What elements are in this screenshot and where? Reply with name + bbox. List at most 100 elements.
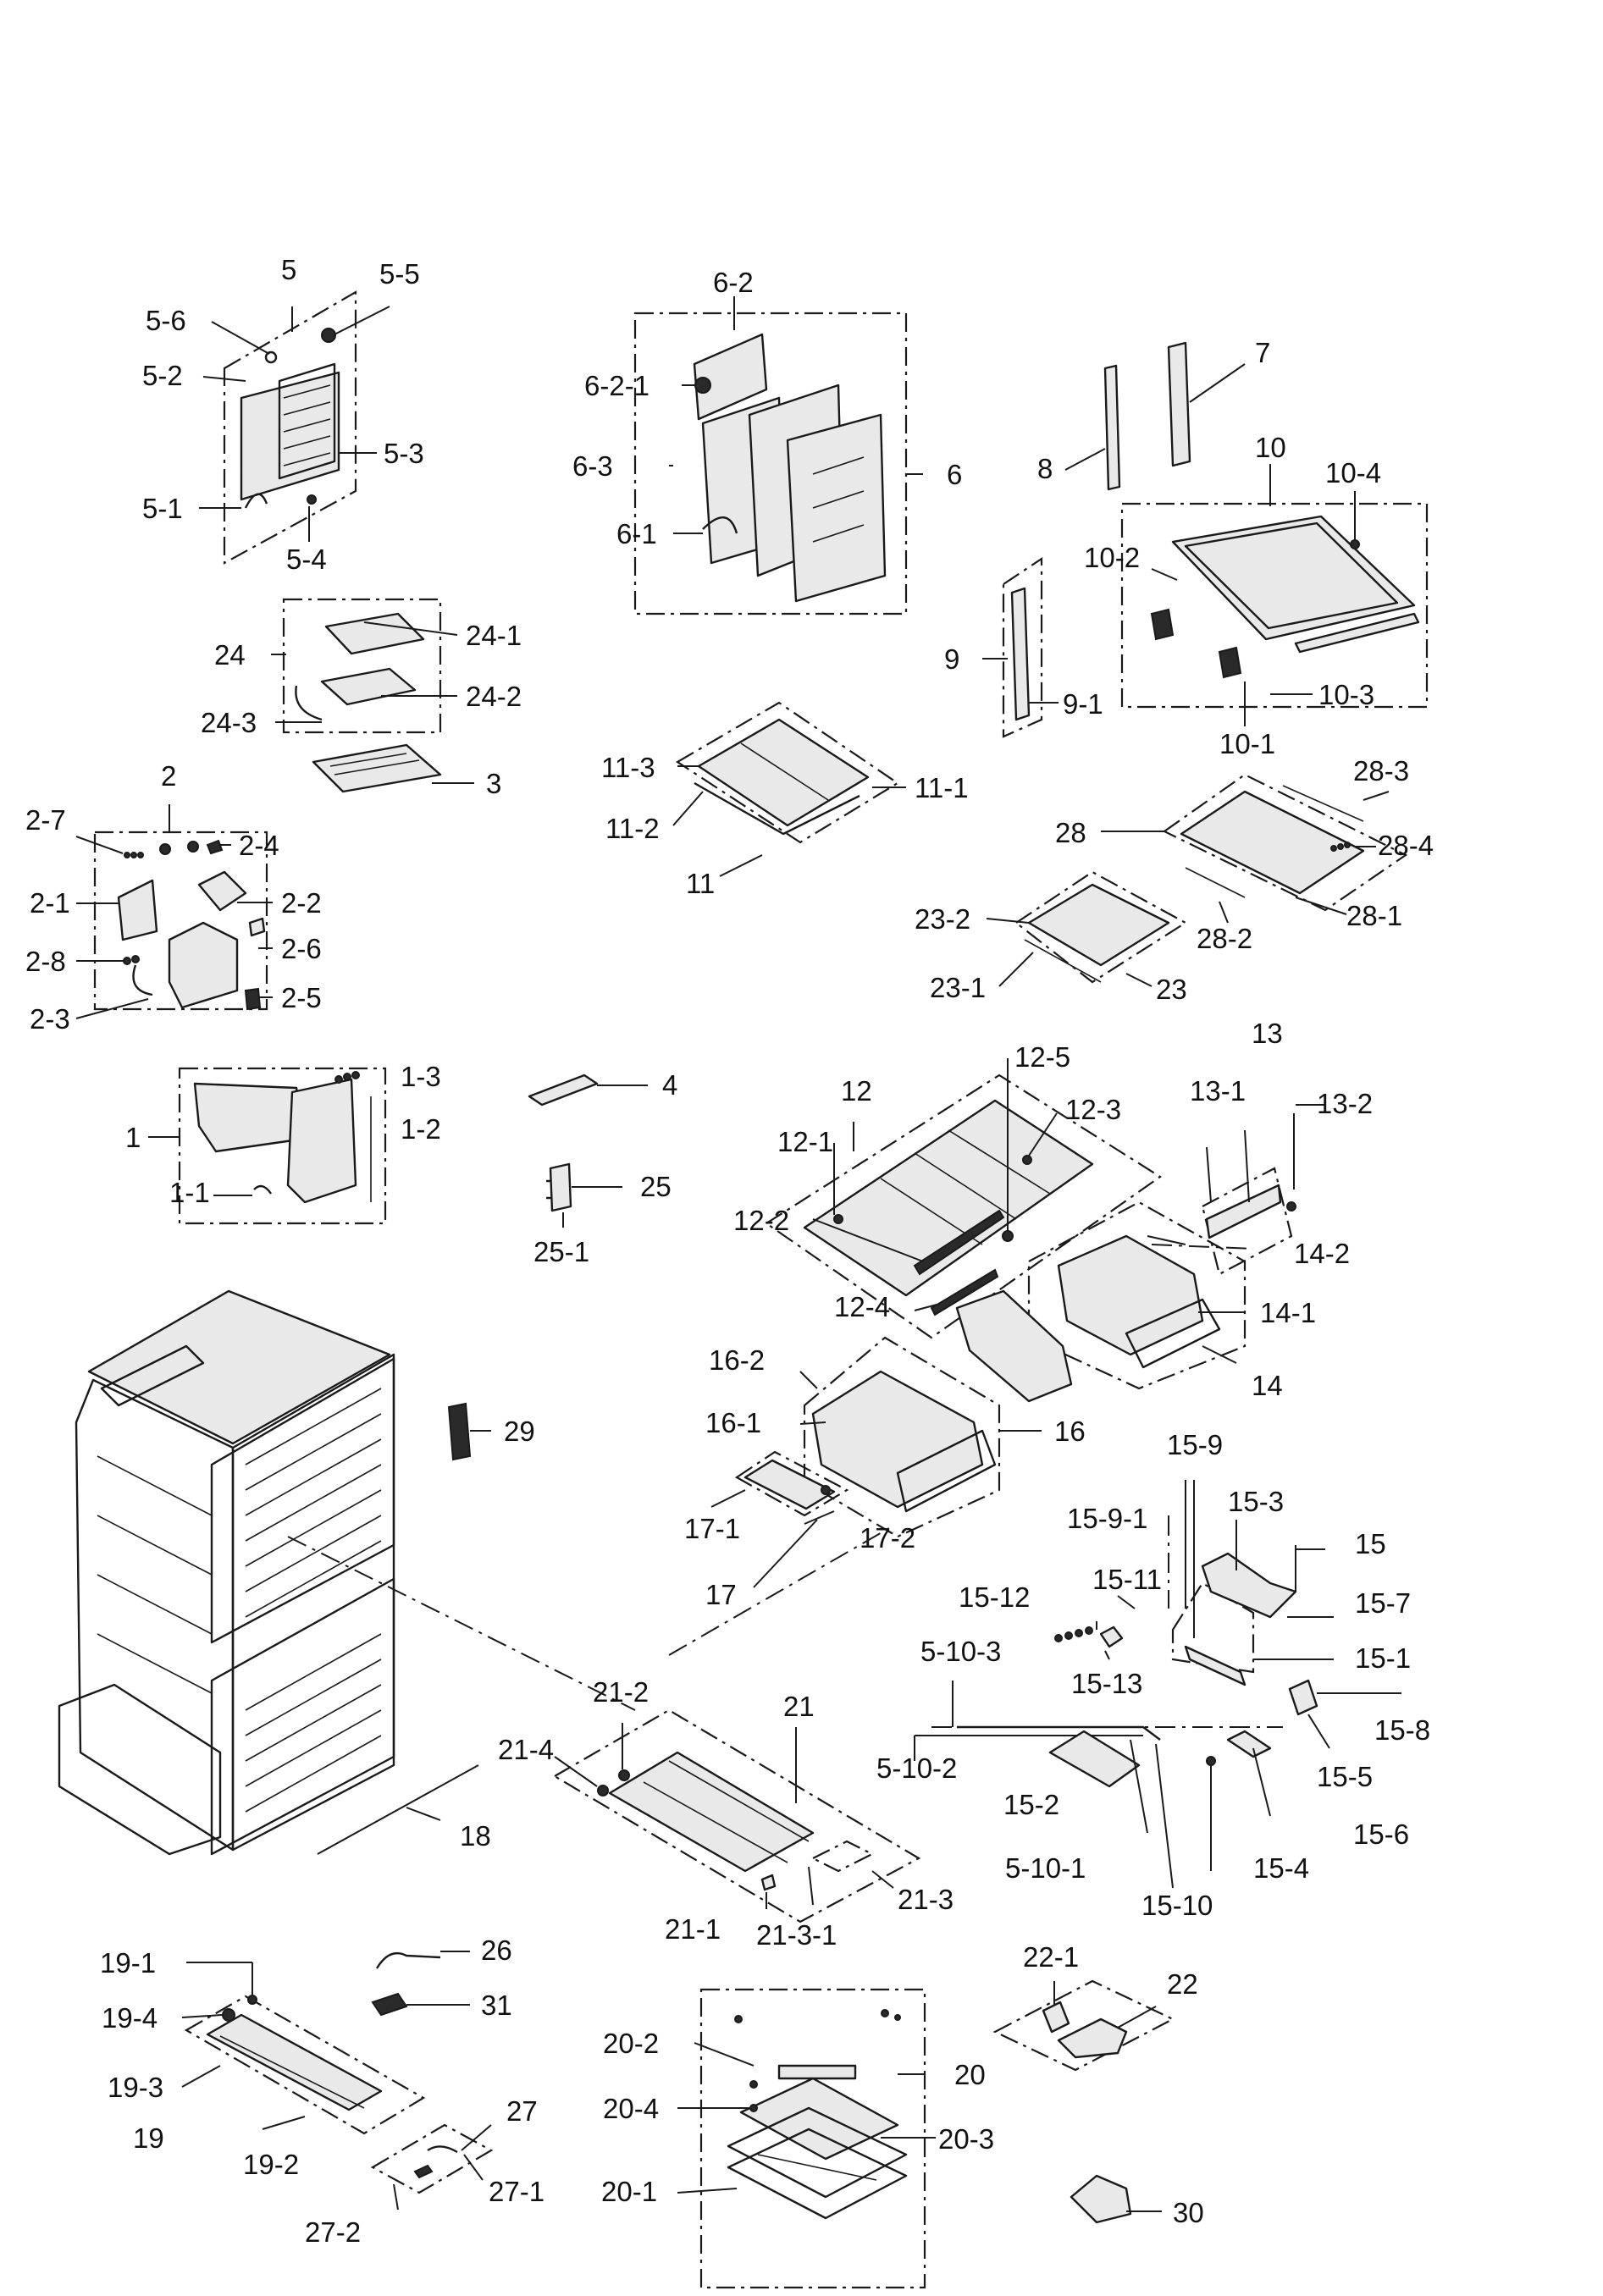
label-21-2: 21-2 xyxy=(593,1676,649,1708)
label-5-5: 5-5 xyxy=(379,258,420,290)
label-2-1: 2-1 xyxy=(30,887,70,919)
label-19: 19 xyxy=(133,2122,164,2154)
label-13-2: 13-2 xyxy=(1317,1088,1373,1119)
label-13: 13 xyxy=(1252,1018,1283,1049)
label-11-1: 11-1 xyxy=(915,772,969,803)
label-5-10-1: 5-10-1 xyxy=(1005,1852,1086,1884)
part-22-30 xyxy=(992,1979,1175,2224)
label-15-6: 15-6 xyxy=(1353,1819,1409,1850)
label-3: 3 xyxy=(486,768,501,799)
label-24-2: 24-2 xyxy=(466,681,522,712)
label-30: 30 xyxy=(1173,2197,1204,2228)
label-9: 9 xyxy=(944,643,959,675)
label-5-1: 5-1 xyxy=(142,493,183,524)
label-6: 6 xyxy=(947,459,962,490)
label-2-3: 2-3 xyxy=(30,1003,70,1035)
label-20-3: 20-3 xyxy=(938,2123,994,2155)
label-20-1: 20-1 xyxy=(601,2176,657,2207)
cabinet xyxy=(58,1289,890,1856)
label-2-7: 2-7 xyxy=(25,804,66,836)
label-23-1: 23-1 xyxy=(930,972,986,1003)
label-2-4: 2-4 xyxy=(239,830,279,861)
label-23: 23 xyxy=(1156,974,1187,1005)
part-4-25 xyxy=(528,1073,648,1228)
label-21-1: 21-1 xyxy=(665,1913,721,1945)
label-6-1: 6-1 xyxy=(616,518,657,549)
label-15-3: 15-3 xyxy=(1228,1486,1284,1517)
label-2: 2 xyxy=(161,760,176,792)
label-10-2: 10-2 xyxy=(1084,542,1140,573)
label-10-3: 10-3 xyxy=(1318,679,1374,710)
label-5-10-3: 5-10-3 xyxy=(920,1636,1001,1667)
part-7-8 xyxy=(1064,341,1246,491)
label-16-1: 16-1 xyxy=(705,1407,761,1438)
label-24: 24 xyxy=(214,639,246,671)
label-14-1: 14-1 xyxy=(1260,1297,1316,1328)
part-group-15 xyxy=(914,1480,1401,1889)
label-4: 4 xyxy=(662,1069,677,1101)
label-15-13: 15-13 xyxy=(1071,1668,1142,1699)
label-28-2: 28-2 xyxy=(1197,923,1252,954)
label-9-1: 9-1 xyxy=(1063,688,1103,720)
part-group-10 xyxy=(982,464,1429,738)
part-29 xyxy=(447,1402,491,1461)
part-group-19 xyxy=(181,1951,494,2210)
label-20: 20 xyxy=(954,2059,986,2090)
label-15: 15 xyxy=(1355,1528,1386,1559)
part-group-28 xyxy=(1101,773,1408,924)
label-2-8: 2-8 xyxy=(25,946,66,977)
label-2-2: 2-2 xyxy=(281,887,322,919)
part-group-11 xyxy=(672,701,906,877)
label-5-10-2: 5-10-2 xyxy=(876,1752,957,1784)
label-23-2: 23-2 xyxy=(915,903,970,935)
label-12-1: 12-1 xyxy=(777,1126,833,1157)
label-12-2: 12-2 xyxy=(733,1205,789,1236)
label-12-4: 12-4 xyxy=(834,1291,890,1322)
label-1-1: 1-1 xyxy=(169,1177,210,1208)
label-16: 16 xyxy=(1054,1416,1086,1447)
label-19-3: 19-3 xyxy=(108,2072,163,2103)
label-11: 11 xyxy=(686,868,715,899)
label-18: 18 xyxy=(460,1820,491,1852)
label-5: 5 xyxy=(281,254,296,285)
label-21-3: 21-3 xyxy=(898,1884,954,1915)
label-15-2: 15-2 xyxy=(1003,1789,1059,1820)
label-15-1: 15-1 xyxy=(1355,1642,1411,1674)
label-15-9: 15-9 xyxy=(1167,1429,1223,1460)
part-group-2 xyxy=(75,804,273,1019)
label-21-4: 21-4 xyxy=(498,1734,554,1765)
label-1-2: 1-2 xyxy=(401,1113,441,1145)
label-5-6: 5-6 xyxy=(146,305,186,336)
label-2-6: 2-6 xyxy=(281,933,322,964)
label-15-10: 15-10 xyxy=(1141,1890,1213,1921)
label-17: 17 xyxy=(705,1579,737,1610)
label-15-7: 15-7 xyxy=(1355,1587,1411,1619)
label-12: 12 xyxy=(841,1075,872,1107)
label-24-1: 24-1 xyxy=(466,620,522,651)
part-group-21 xyxy=(317,1708,921,1923)
label-6-2: 6-2 xyxy=(713,267,754,298)
label-27: 27 xyxy=(506,2095,538,2127)
label-27-2: 27-2 xyxy=(305,2216,361,2248)
label-25: 25 xyxy=(640,1171,672,1202)
label-19-1: 19-1 xyxy=(100,1947,156,1979)
part-group-5 xyxy=(199,290,390,565)
part-group-20 xyxy=(677,1988,936,2289)
part-group-24 xyxy=(271,598,474,793)
label-10-4: 10-4 xyxy=(1325,457,1381,488)
label-10-1: 10-1 xyxy=(1219,728,1275,759)
label-15-11: 15-11 xyxy=(1092,1564,1162,1595)
label-17-1: 17-1 xyxy=(684,1513,740,1544)
label-28-4: 28-4 xyxy=(1378,830,1434,861)
label-5-3: 5-3 xyxy=(384,438,424,469)
label-12-5: 12-5 xyxy=(1014,1041,1070,1073)
label-1-3: 1-3 xyxy=(401,1061,441,1092)
label-24-3: 24-3 xyxy=(201,707,257,738)
label-10: 10 xyxy=(1255,432,1286,463)
label-28-3: 28-3 xyxy=(1353,755,1409,786)
label-8: 8 xyxy=(1037,453,1053,484)
label-22-1: 22-1 xyxy=(1023,1941,1079,1973)
label-5-4: 5-4 xyxy=(286,544,327,575)
part-group-16-17 xyxy=(710,1289,1073,1588)
